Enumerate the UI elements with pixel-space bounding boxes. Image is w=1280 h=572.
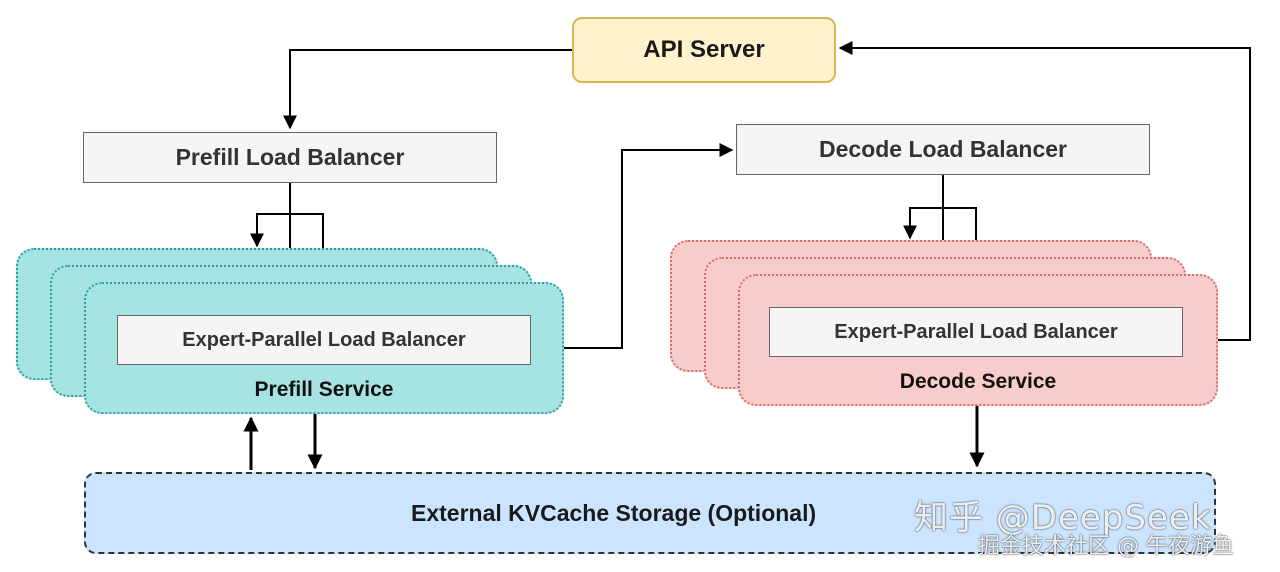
prefill-service-label: Prefill Service [254, 378, 394, 401]
api-server-label: API Server [643, 36, 765, 63]
kvcache-storage-box: External KVCache Storage (Optional) [84, 472, 1216, 554]
watermark-zhihu: 知乎 @DeepSeek [914, 498, 1212, 538]
decode-load-balancer-box: Decode Load Balancer [736, 124, 1150, 175]
api-server-box: API Server [572, 17, 836, 83]
kvcache-storage-label: External KVCache Storage (Optional) [411, 499, 817, 526]
arrow-api-to-prefill-lb [283, 49, 572, 130]
watermark-juejin: 掘金技术社区 @ 午夜游鱼 [978, 534, 1234, 559]
prefill-ep-load-balancer-label: Expert-Parallel Load Balancer [182, 328, 466, 351]
arrow-decode-lb-fanout-left [903, 207, 943, 240]
prefill-ep-load-balancer-box: Expert-Parallel Load Balancer [117, 315, 531, 365]
arrow-prefill-to-decode-lb [564, 143, 734, 349]
decode-load-balancer-label: Decode Load Balancer [819, 136, 1067, 162]
arrow-prefill-lb-fanout-left [250, 213, 290, 248]
prefill-load-balancer-box: Prefill Load Balancer [83, 132, 497, 183]
prefill-load-balancer-label: Prefill Load Balancer [175, 144, 405, 170]
decode-service-label: Decode Service [899, 370, 1057, 393]
decode-ep-load-balancer-label: Expert-Parallel Load Balancer [834, 320, 1118, 343]
decode-ep-load-balancer-box: Expert-Parallel Load Balancer [769, 307, 1183, 357]
arrow-decode-to-api [838, 41, 1251, 341]
